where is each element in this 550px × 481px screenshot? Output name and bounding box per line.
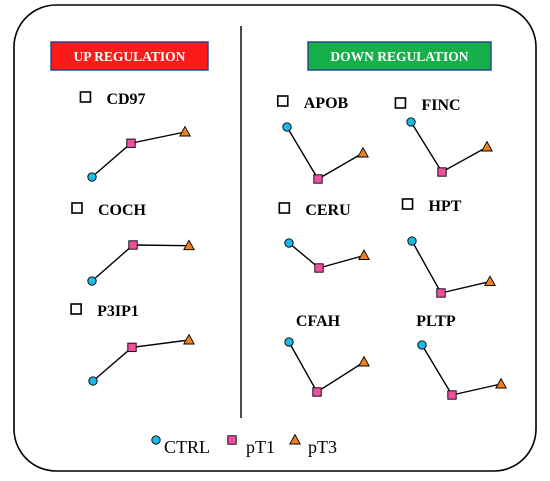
legend-marker-pt1 [227,435,237,445]
marker-pt3-ceru [358,249,370,260]
panel-ceru: CERU [278,202,370,273]
marker-ctrl-apob [282,122,292,132]
marker-ctrl-pltp [417,340,427,350]
legend-label-pt1: pT1 [246,437,275,457]
marker-ctrl-cd97 [87,172,97,182]
legend-marker-ctrl [151,435,161,445]
legend-label-pt3: pT3 [308,437,337,457]
checkbox-finc [394,97,407,109]
checkbox-apob [276,95,289,107]
marker-pt3-apob [357,146,369,158]
legend-item-pt3: pT3 [289,433,337,457]
panel-apob: APOB [276,95,369,184]
marker-pt3-cd97 [179,125,191,137]
down-regulation-header: DOWN REGULATION [307,41,492,71]
protein-label-finc: FINC [421,97,460,114]
marker-pt1-hpt [436,288,446,298]
protein-label-ceru: CERU [305,202,351,219]
marker-ctrl-p3ip1 [88,376,98,386]
legend-marker-pt3 [289,433,301,445]
panel-pltp: PLTP [416,313,507,400]
protein-label-apob: APOB [304,95,349,112]
marker-pt1-cd97 [126,138,136,148]
checkbox-hpt [401,198,414,210]
legend-item-pt1: pT1 [227,435,275,457]
marker-pt3-coch [183,239,195,251]
marker-pt3-p3ip1 [183,333,195,345]
panel-finc: FINC [394,97,493,177]
checkbox-coch [71,202,83,214]
marker-pt3-pltp [495,377,507,389]
legend: CTRL pT1 pT3 [151,433,337,457]
panel-coch: COCH [71,202,195,286]
marker-pt1-cfah [312,387,322,397]
marker-pt3-hpt [484,275,496,287]
marker-pt3-cfah [358,355,370,367]
marker-pt1-pltp [447,390,457,400]
up-regulation-label: UP REGULATION [74,49,186,64]
marker-pt1-coch [128,240,138,250]
checkbox-cd97 [79,91,92,103]
panel-cd97: CD97 [79,91,191,182]
up-regulation-box [50,41,209,71]
marker-ctrl-finc [406,117,416,127]
protein-label-pltp: PLTP [416,313,456,330]
marker-pt3-finc [481,140,493,152]
panel-cfah: CFAH [284,313,370,397]
protein-label-hpt: HPT [429,198,462,215]
down-regulation-label: DOWN REGULATION [330,49,468,64]
marker-ctrl-cfah [284,337,294,347]
marker-pt1-finc [437,167,447,177]
legend-label-ctrl: CTRL [164,437,210,457]
outer-frame [13,4,537,472]
panel-p3ip1: P3IP1 [70,303,195,386]
down-regulation-box [307,41,492,71]
marker-ctrl-hpt [407,236,417,246]
panel-hpt: HPT [401,198,496,298]
marker-pt1-apob [313,174,323,184]
protein-label-coch: COCH [98,202,147,219]
checkbox-ceru [278,202,291,214]
legend-item-ctrl: CTRL [151,435,210,457]
protein-label-p3ip1: P3IP1 [97,303,139,320]
protein-label-cfah: CFAH [296,313,341,330]
protein-label-cd97: CD97 [106,91,145,108]
marker-pt1-ceru [314,263,324,273]
up-regulation-header: UP REGULATION [50,41,209,71]
marker-ctrl-coch [87,276,97,286]
marker-pt1-p3ip1 [127,342,137,353]
marker-ctrl-ceru [284,238,294,248]
checkbox-p3ip1 [70,303,82,315]
